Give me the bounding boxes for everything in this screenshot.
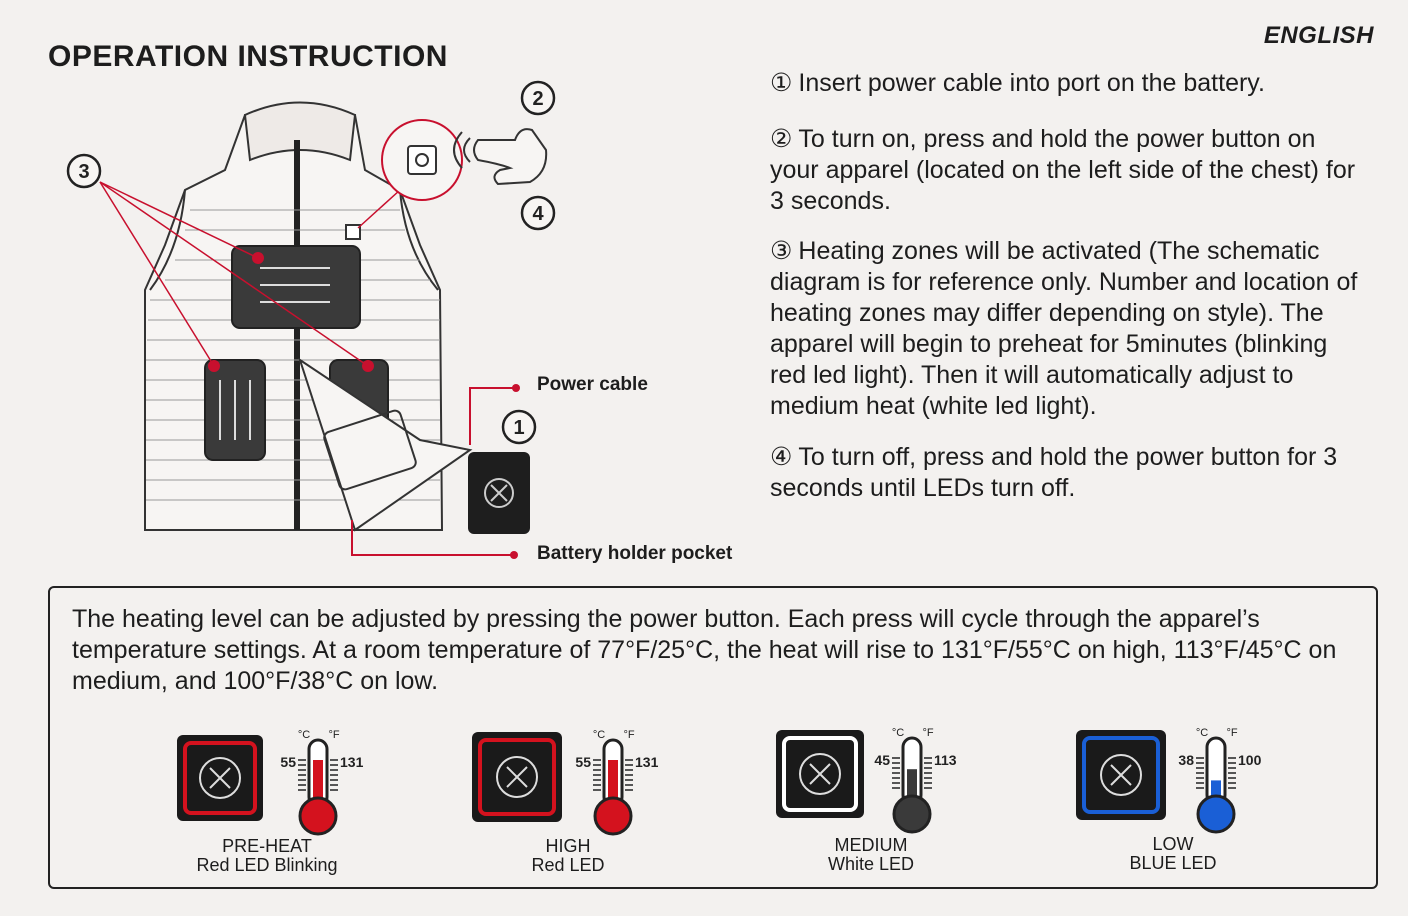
celsius-value: 45 (874, 752, 890, 768)
battery-pocket-label: Battery holder pocket (537, 543, 733, 564)
power-symbol (1100, 754, 1142, 796)
vest-diagram: 2 3 4 1 (66, 80, 556, 559)
celsius-value: 38 (1178, 752, 1194, 768)
marker-2: 2 (532, 88, 543, 110)
led-ring (1082, 736, 1160, 814)
page-title: OPERATION INSTRUCTION (48, 40, 448, 73)
thermometer-level (907, 769, 917, 808)
thermometer-bulb (1196, 794, 1236, 834)
celsius-value: 55 (280, 754, 296, 770)
unit-fahrenheit: °F (328, 729, 339, 741)
mode-medium: 45 113 °C °F (776, 727, 957, 834)
power-symbol-cross (506, 766, 528, 788)
thermometer-bulb (593, 796, 633, 836)
unit-celsius: °C (593, 729, 605, 741)
marker-3: 3 (78, 161, 89, 183)
thermometer-level (1211, 780, 1221, 808)
thermometer-level (313, 760, 323, 810)
mode-high: 55 131 °C °F (472, 729, 659, 836)
power-symbol-cross (1110, 764, 1132, 786)
power-symbol (799, 753, 841, 795)
marker-1: 1 (513, 417, 524, 439)
heat-level-panel: The heating level can be adjusted by pre… (48, 586, 1378, 889)
power-symbol-cross (809, 763, 831, 785)
fahrenheit-value: 131 (635, 754, 659, 770)
led-ring (478, 738, 556, 816)
unit-fahrenheit: °F (1226, 727, 1237, 739)
heat-level-description: The heating level can be adjusted by pre… (72, 605, 1337, 695)
celsius-value: 55 (575, 754, 591, 770)
power-symbol (496, 756, 538, 798)
fahrenheit-value: 100 (1238, 752, 1262, 768)
hand-press-icon (473, 128, 548, 186)
language-label: ENGLISH (1263, 22, 1374, 49)
unit-fahrenheit: °F (623, 729, 634, 741)
fahrenheit-value: 131 (340, 754, 364, 770)
power-symbol (199, 757, 241, 799)
power-symbol-cross (209, 767, 231, 789)
mode-low: 38 100 °C °F (1076, 727, 1262, 834)
thermometer-level (608, 760, 618, 810)
led-ring (782, 736, 858, 812)
fahrenheit-value: 113 (934, 752, 957, 768)
marker-4: 4 (532, 203, 544, 225)
thermometer-bulb (892, 794, 932, 834)
mode-preheat: 55 131 °C °F (177, 729, 364, 836)
unit-celsius: °C (298, 729, 310, 741)
led-ring (183, 741, 257, 815)
power-cable-label: Power cable (537, 374, 648, 395)
unit-fahrenheit: °F (922, 727, 933, 739)
thermometer-bulb (298, 796, 338, 836)
unit-celsius: °C (892, 727, 904, 739)
unit-celsius: °C (1196, 727, 1208, 739)
